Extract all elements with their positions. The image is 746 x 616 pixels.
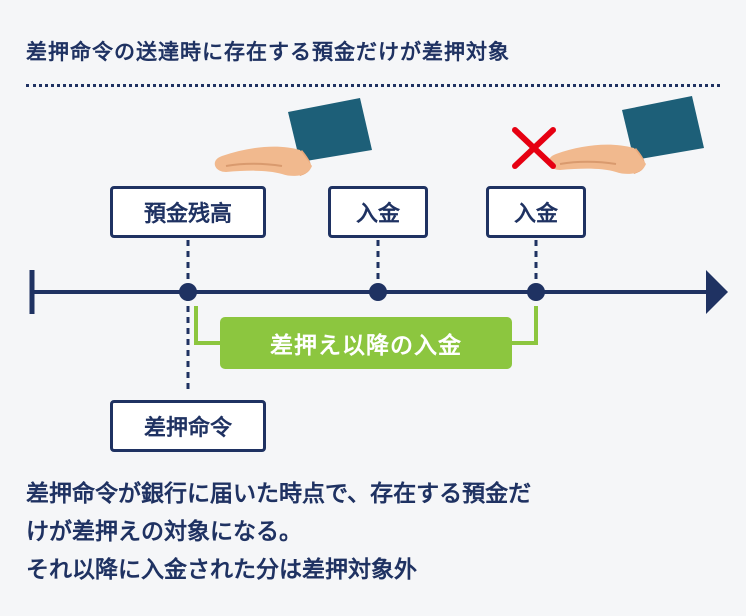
title-divider <box>26 84 720 87</box>
page-title: 差押命令の送達時に存在する預金だけが差押対象 <box>26 40 510 64</box>
timeline-point <box>369 283 387 301</box>
timeline-point <box>527 283 545 301</box>
x-mark-icon <box>512 127 556 169</box>
description-line: けが差押えの対象になる。 <box>26 519 302 545</box>
description: 差押命令が銀行に届いた時点で、存在する預金だ けが差押えの対象になる。 それ以降… <box>26 475 726 589</box>
post-seizure-deposits-label: 差押え以降の入金 <box>220 317 512 369</box>
hand-icon <box>214 98 372 176</box>
deposit-balance-box: 預金残高 <box>110 186 266 238</box>
timeline-point <box>179 283 197 301</box>
description-line: それ以降に入金された分は差押対象外 <box>26 557 417 583</box>
seizure-order-box: 差押命令 <box>110 400 266 452</box>
deposit-box: 入金 <box>328 186 428 238</box>
timeline-arrow <box>706 270 728 314</box>
green-bracket <box>194 306 538 345</box>
description-line: 差押命令が銀行に届いた時点で、存在する預金だ <box>26 481 532 507</box>
deposit-box: 入金 <box>486 186 586 238</box>
hand-icon <box>548 96 704 174</box>
